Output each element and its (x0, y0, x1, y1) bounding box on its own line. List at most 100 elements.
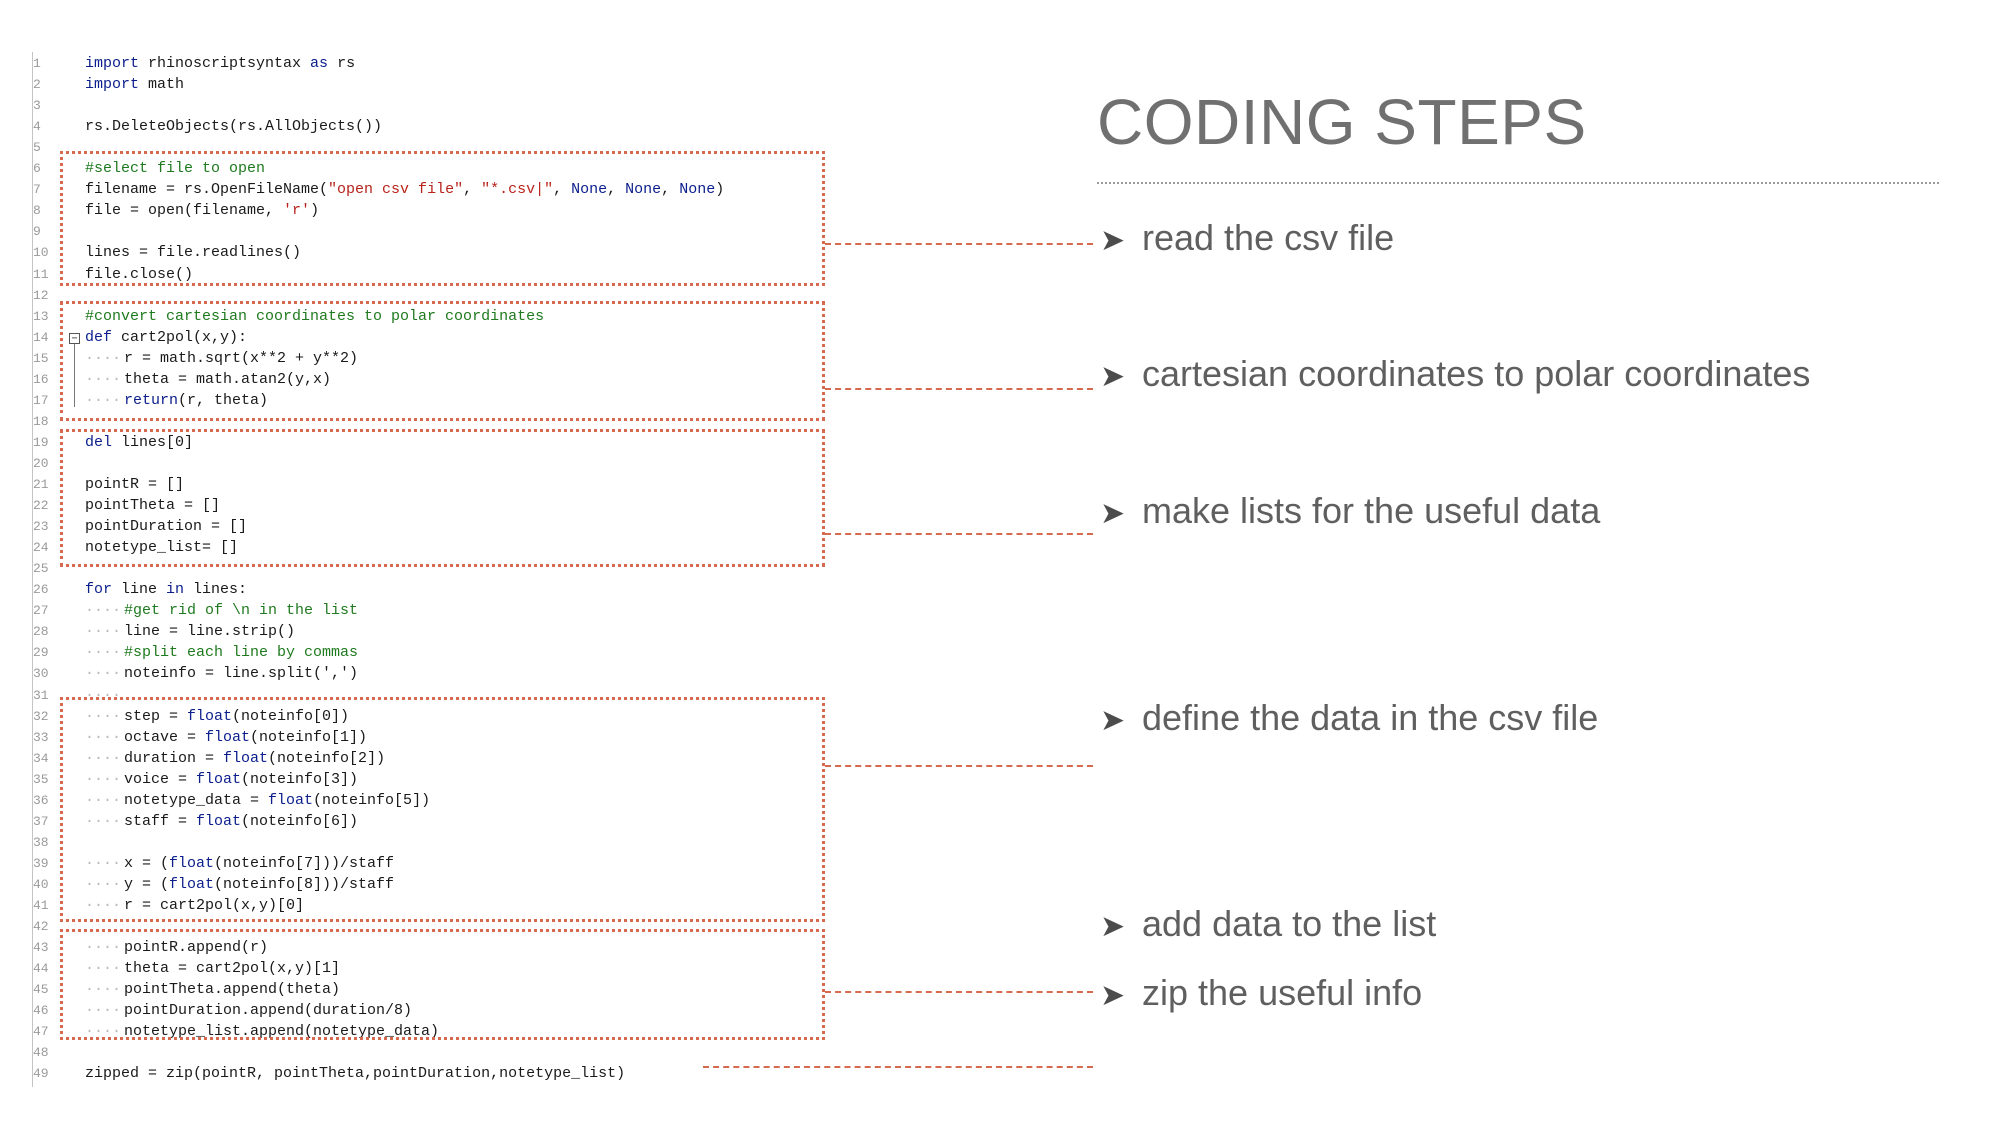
arrow-bullet-icon: ➤ (1100, 224, 1126, 257)
line-number: 14 (33, 329, 49, 345)
code-line: pointR = [] (85, 474, 184, 495)
code-text: file = open(filename, (85, 202, 284, 220)
line-number: 38 (33, 834, 49, 850)
code-line: pointTheta = [] (85, 495, 220, 516)
code-text: r = cart2pol(x,y)[0] (124, 897, 305, 914)
code-string: "*.csv|" (481, 181, 554, 199)
code-keyword: float (169, 875, 215, 893)
fold-collapse-icon[interactable]: − (69, 332, 80, 344)
code-comment: #get rid of \n in the list (124, 602, 359, 620)
box-read-csv (60, 151, 825, 286)
code-text: theta = math.atan2(y,x) (124, 370, 332, 388)
line-number: 32 (33, 708, 49, 724)
connector-lists (825, 533, 1093, 535)
code-text: (noteinfo[5]) (313, 791, 431, 809)
code-text: notetype_data = (124, 791, 269, 809)
code-comment: #select file to open (85, 160, 266, 178)
line-number: 40 (33, 876, 49, 892)
code-text: (noteinfo[2]) (268, 749, 386, 767)
indent-guide: ···· (85, 749, 122, 767)
code-text: notetype_list.append(notetype_data) (124, 1023, 440, 1041)
code-comment: #convert cartesian coordinates to polar … (85, 307, 545, 325)
code-line: #select file to open (85, 158, 265, 179)
code-text: zipped = zip(pointR, pointTheta,pointDur… (85, 1065, 626, 1083)
code-line: pointDuration = [] (85, 516, 247, 537)
box-cart2pol (60, 301, 825, 421)
arrow-bullet-icon: ➤ (1100, 910, 1126, 943)
line-number: 31 (33, 687, 49, 703)
code-keyword: None (625, 181, 662, 199)
line-number: 6 (33, 161, 41, 177)
line-number: 27 (33, 603, 49, 619)
line-number: 8 (33, 203, 41, 219)
step-label: zip the useful info (1142, 972, 1423, 1013)
indent-guide: ···· (85, 707, 122, 725)
code-line: ····line = line.strip() (85, 621, 295, 642)
code-keyword: for (85, 581, 113, 599)
code-line: rs.DeleteObjects(rs.AllObjects()) (85, 116, 382, 137)
code-line: def cart2pol(x,y): (85, 327, 247, 348)
code-text: , (463, 181, 482, 199)
code-text: (noteinfo[0]) (232, 707, 350, 725)
code-keyword: float (268, 791, 314, 809)
code-line: import math (85, 74, 184, 95)
step-lists: ➤make lists for the useful data (1100, 493, 1600, 529)
line-number-gutter (32, 52, 33, 1087)
code-text: rhinoscriptsyntax (139, 55, 311, 72)
code-line: notetype_list= [] (85, 537, 238, 558)
code-line: ····noteinfo = line.split(',') (85, 663, 358, 684)
indent-guide: ···· (85, 623, 122, 641)
line-number: 26 (33, 582, 49, 598)
line-number: 41 (33, 898, 49, 913)
code-text: lines[0] (112, 433, 194, 451)
indent-guide: ···· (85, 349, 122, 367)
indent-guide: ···· (85, 875, 122, 893)
line-number: 20 (33, 455, 49, 471)
code-line: lines = file.readlines() (85, 242, 301, 263)
step-label: read the csv file (1142, 217, 1395, 258)
code-text: , (661, 181, 680, 199)
line-number: 12 (33, 287, 49, 303)
box-append-data (60, 929, 825, 1040)
code-line: zipped = zip(pointR, pointTheta,pointDur… (85, 1063, 625, 1084)
line-number: 9 (33, 224, 41, 240)
code-keyword: float (205, 728, 251, 746)
arrow-bullet-icon: ➤ (1100, 497, 1126, 530)
arrow-bullet-icon: ➤ (1100, 360, 1126, 393)
line-number: 19 (33, 434, 49, 450)
indent-guide: ···· (85, 939, 122, 957)
code-text: x = ( (124, 854, 170, 872)
line-number: 46 (33, 1003, 49, 1019)
line-number: 11 (33, 266, 49, 282)
code-text: (noteinfo[1]) (250, 728, 368, 746)
line-number: 33 (33, 729, 49, 745)
line-number: 37 (33, 813, 49, 829)
code-line: ····step = float(noteinfo[0]) (85, 706, 349, 727)
code-line: ····staff = float(noteinfo[6]) (85, 811, 358, 832)
indent-guide: ···· (85, 981, 122, 999)
code-line: ····pointDuration.append(duration/8) (85, 1000, 412, 1021)
line-number: 4 (33, 119, 41, 135)
code-line: ····pointTheta.append(theta) (85, 979, 340, 1000)
code-text: voice = (124, 770, 197, 788)
line-number: 43 (33, 940, 49, 956)
code-line: ····return(r, theta) (85, 390, 268, 411)
code-text: , (553, 181, 572, 199)
code-line: ····x = (float(noteinfo[7]))/staff (85, 853, 394, 874)
line-number: 7 (33, 182, 41, 198)
indent-guide: ···· (85, 644, 122, 662)
fold-bracket (74, 343, 75, 407)
box-lists (60, 429, 825, 567)
line-number: 1 (33, 56, 41, 71)
code-line: ····voice = float(noteinfo[3]) (85, 769, 358, 790)
code-text: (noteinfo[7]))/staff (214, 854, 395, 872)
code-text: (noteinfo[6]) (241, 812, 359, 830)
page-title: CODING STEPS (1097, 86, 1587, 158)
line-number: 39 (33, 855, 49, 871)
line-number: 45 (33, 982, 49, 998)
code-keyword: def (85, 328, 113, 346)
code-text: rs.DeleteObjects(rs.AllObjects()) (85, 118, 383, 136)
code-text: pointDuration.append(duration/8) (124, 1002, 413, 1020)
code-line: ····notetype_list.append(notetype_data) (85, 1021, 439, 1042)
